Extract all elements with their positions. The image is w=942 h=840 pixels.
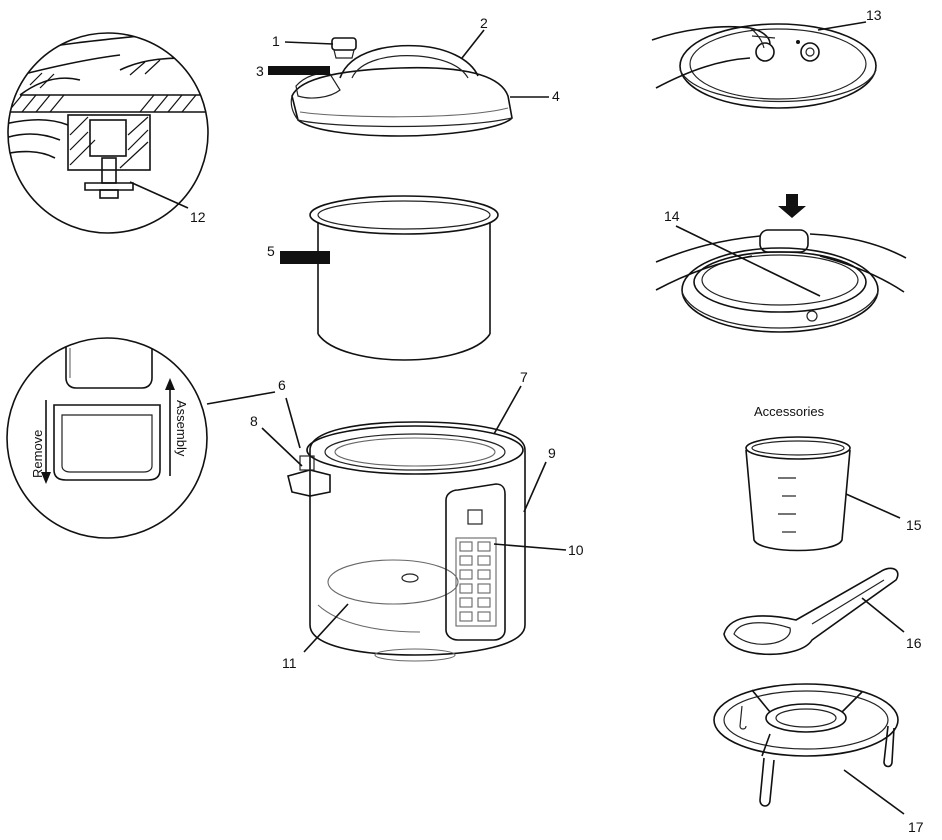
valve-detail-magnifier [7, 32, 209, 234]
label-12: 12 [190, 209, 206, 225]
label-8: 8 [250, 413, 258, 429]
leader-line-7 [493, 385, 522, 435]
label-9: 9 [548, 445, 556, 461]
leader-line-6b [285, 397, 301, 449]
leader-line-13 [817, 21, 867, 31]
label-7: 7 [520, 369, 528, 385]
leader-line-12 [129, 181, 189, 209]
label-17: 17 [908, 819, 924, 835]
label-1: 1 [272, 33, 280, 49]
label-13: 13 [866, 7, 882, 23]
leader-line-8 [261, 427, 303, 467]
remove-text: Remove [30, 430, 45, 478]
leader-line-16 [861, 597, 905, 633]
lid-underside-valve-removal [651, 23, 877, 109]
cooker-body [287, 421, 526, 662]
leader-bar-3 [268, 66, 330, 75]
assembly-text: Assembly [174, 400, 189, 457]
measuring-cup [745, 436, 851, 552]
leader-line-17 [843, 769, 905, 815]
leader-line-10 [493, 543, 567, 551]
label-6: 6 [278, 377, 286, 393]
rice-spoon [723, 567, 899, 656]
leader-line-1 [284, 41, 334, 45]
label-15: 15 [906, 517, 922, 533]
label-3: 3 [256, 63, 264, 79]
label-4: 4 [552, 88, 560, 104]
leader-line-11 [303, 603, 349, 653]
leader-line-15 [845, 493, 901, 519]
condensation-cup-detail: Remove Assembly [6, 337, 208, 539]
leader-line-14 [675, 225, 821, 297]
label-2: 2 [480, 15, 488, 31]
inner-pot [309, 195, 499, 361]
label-5: 5 [267, 243, 275, 259]
leader-line-9 [523, 461, 547, 513]
label-10: 10 [568, 542, 584, 558]
label-11: 11 [282, 655, 297, 671]
label-16: 16 [906, 635, 922, 651]
lid-assembly [290, 37, 513, 137]
steam-rack [713, 683, 899, 807]
label-14: 14 [664, 208, 680, 224]
lid-gasket-install [655, 194, 907, 333]
accessories-heading: Accessories [754, 404, 825, 419]
leader-line-2 [461, 29, 485, 59]
leader-line-6 [206, 391, 276, 405]
leader-bar-5 [280, 251, 330, 264]
